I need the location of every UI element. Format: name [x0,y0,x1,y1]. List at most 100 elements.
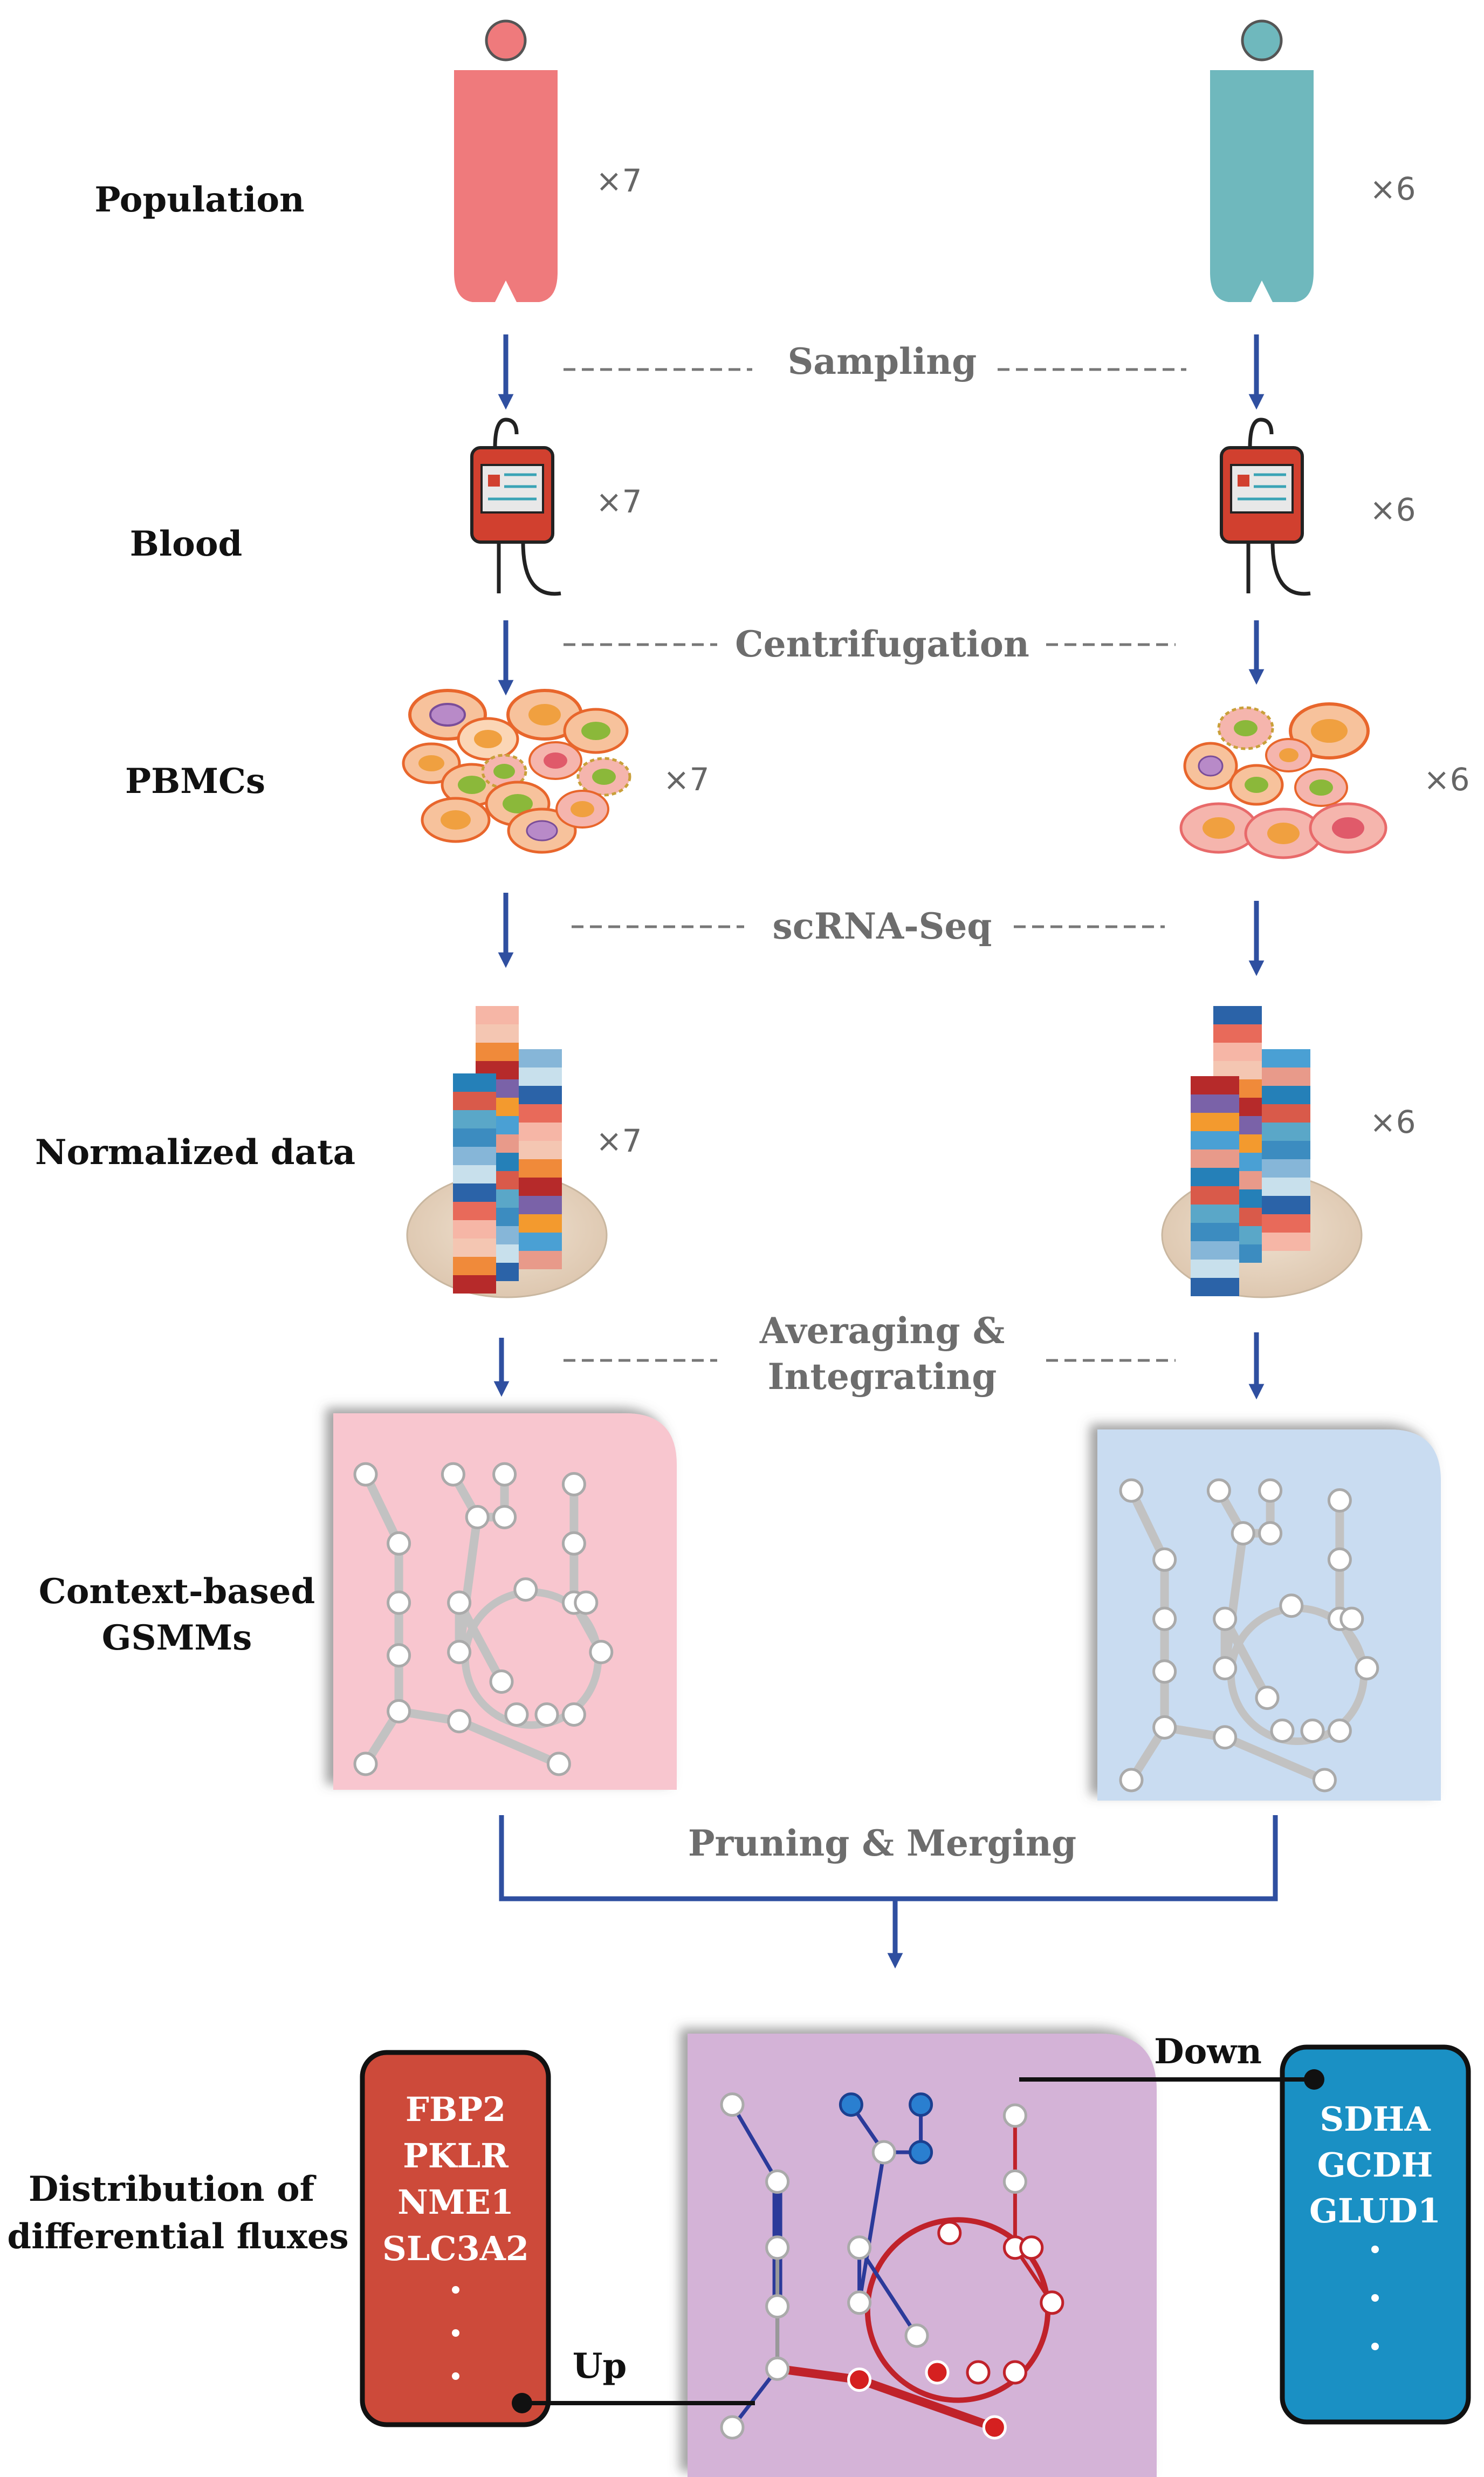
multiplier-right-normalized: ×6 [1370,1104,1416,1140]
row-label-distribution-line1: Distribution of [29,2169,317,2209]
flow-arrows [493,334,1278,1969]
network-node [387,1531,411,1556]
network-node [847,2235,872,2260]
network-node [561,1531,586,1556]
row-label-blood: Blood [130,524,243,564]
network-node [387,1643,411,1668]
step-scrna-seq: scRNA-Seq [773,905,992,947]
data-block [1262,1159,1310,1178]
network-node [534,1702,559,1727]
network-node [1213,1606,1238,1631]
network-node [1213,1725,1238,1750]
data-block [1262,1178,1310,1196]
row-label-population: Population [94,180,304,220]
down-label: Down [1154,2031,1262,2072]
data-block [1191,1223,1239,1241]
network-edge [773,2364,864,2384]
network-node [561,1702,586,1727]
up-gene-4: SLC3A2 [382,2229,529,2268]
data-block [1262,1233,1310,1251]
multiplier-left-population: ×7 [596,162,642,199]
data-block [453,1220,496,1238]
network-node [966,2360,991,2385]
network-node [720,2415,745,2440]
data-block [1262,1123,1310,1141]
data-block [1262,1068,1310,1086]
up-label: Up [573,2346,627,2386]
network-node [1206,1478,1231,1503]
data-block [453,1092,496,1110]
network-node [765,2235,790,2260]
network-node [937,2221,962,2246]
data-block [1191,1131,1239,1149]
up-gene-3: NME1 [397,2182,514,2222]
data-block [519,1196,562,1214]
data-block [1191,1094,1239,1113]
network-node [765,2356,790,2381]
multiplier-right-blood: ×6 [1370,491,1416,528]
network-edge [455,1598,506,1686]
network-node [447,1709,472,1734]
down-gene-1: SDHA [1320,2099,1431,2139]
data-block [453,1128,496,1147]
data-block [1191,1113,1239,1131]
pbmc-cluster-right-icon [1179,702,1387,859]
blood-bag-left-icon [470,418,561,596]
data-block [1191,1205,1239,1223]
data-block [1191,1149,1239,1168]
multiplier-left-blood: ×7 [596,483,642,520]
row-label-pbmcs: PBMCs [125,761,265,802]
network-node [353,1751,378,1776]
network-node [1152,1547,1177,1572]
network-edge [857,2246,919,2338]
step-pruning-merging: Pruning & Merging [688,1822,1076,1864]
data-block [519,1233,562,1251]
network-edge [1220,1733,1329,1784]
network-node [1312,1768,1337,1792]
up-gene-2: PKLR [403,2136,509,2175]
network-node [765,2169,790,2194]
row-label-normalized-data: Normalized data [35,1132,355,1173]
network-node [1327,1488,1352,1513]
network-node [909,2140,933,2165]
data-block [1262,1141,1310,1159]
down-gene-3: GLUD1 [1309,2191,1441,2230]
gsmm-right-panel [1097,1429,1441,1801]
network-edge [730,2103,780,2184]
data-block [1213,1043,1262,1061]
data-block [453,1073,496,1092]
network-node [982,2415,1007,2440]
network-node [504,1702,529,1727]
step-averaging-line1: Averaging & [759,1310,1005,1352]
data-block [453,1165,496,1183]
network-node [513,1577,538,1602]
network-node [1119,1768,1144,1792]
network-node [1355,1656,1379,1681]
pbmc-cluster-left-icon [402,689,631,854]
network-node [1002,2360,1027,2385]
network-node [1213,1656,1238,1681]
network-node [465,1505,490,1529]
data-block [453,1238,496,1257]
network-node [546,1751,571,1776]
step-averaging-line2: Integrating [768,1356,997,1398]
merged-model-panel [688,2034,1157,2477]
network-edge [1220,1614,1272,1702]
network-node [1019,2235,1044,2260]
network-node [1152,1715,1177,1740]
network-node [441,1462,465,1487]
network-node [574,1590,599,1615]
data-block [519,1251,562,1269]
network-node [909,2092,933,2117]
data-block [519,1159,562,1178]
network-node [925,2360,950,2385]
data-block [1191,1186,1239,1205]
normalized-stack-left-icon [406,1006,608,1298]
network-node [1040,2290,1064,2315]
network-node [1119,1478,1144,1503]
data-block [453,1183,496,1202]
network-node [1152,1659,1177,1684]
data-block [1262,1104,1310,1123]
data-block [1213,1006,1262,1024]
network-node [492,1505,517,1529]
